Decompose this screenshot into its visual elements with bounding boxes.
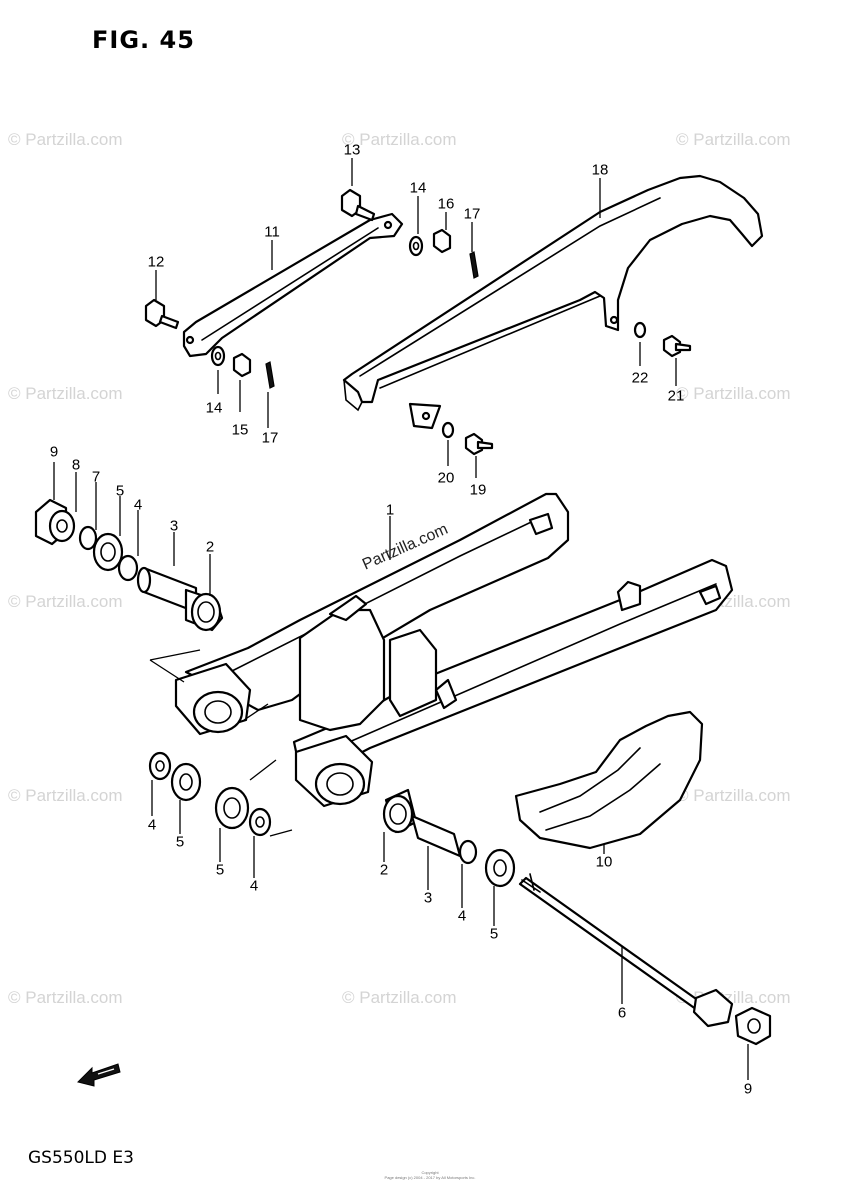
swingarm: [149, 492, 734, 837]
callout-19: 19: [469, 481, 487, 499]
callout-20: 20: [437, 469, 455, 487]
torque-link: [182, 212, 404, 358]
callout-7: 7: [91, 468, 101, 486]
watermark: © Partzilla.com: [8, 384, 123, 403]
pivot-stack-left: [34, 498, 224, 632]
watermark: © Partzilla.com: [676, 130, 791, 149]
model-code: GS550LD E3: [28, 1148, 134, 1168]
watermark: © Partzilla.com: [342, 988, 457, 1007]
callout-4: 4: [147, 816, 157, 834]
callout-18: 18: [591, 161, 609, 179]
callout-21: 21: [667, 387, 685, 405]
callout-11: 11: [264, 223, 280, 241]
callout-5: 5: [489, 925, 499, 943]
rear-axle: [518, 873, 772, 1046]
copyright-line: Copyright: [421, 1170, 439, 1175]
callout-6: 6: [617, 1004, 627, 1022]
callout-8: 8: [71, 456, 81, 474]
callout-17: 17: [463, 205, 481, 223]
callout-16: 16: [437, 195, 455, 213]
callout-5: 5: [215, 861, 225, 879]
callout-17: 17: [261, 429, 279, 447]
watermark: © Partzilla.com: [676, 786, 791, 805]
callout-4: 4: [133, 496, 143, 514]
callout-2: 2: [379, 861, 389, 879]
watermark: © Partzilla.com: [8, 130, 123, 149]
callout-4: 4: [249, 877, 259, 895]
callout-5: 5: [115, 482, 125, 500]
chain-case: [342, 174, 764, 430]
callout-10: 10: [595, 853, 613, 871]
callout-4: 4: [457, 907, 467, 925]
callout-22: 22: [631, 369, 649, 387]
callout-13: 13: [343, 141, 361, 159]
watermark: © Partzilla.com: [676, 384, 791, 403]
callout-1: 1: [385, 501, 395, 519]
callout-14: 14: [205, 399, 223, 417]
chain-adjuster: [514, 710, 704, 850]
fastener-set: [210, 228, 692, 456]
watermark: © Partzilla.com: [8, 988, 123, 1007]
callout-2: 2: [205, 538, 215, 556]
callout-3: 3: [423, 889, 433, 907]
callout-9: 9: [743, 1080, 753, 1098]
callout-15: 15: [231, 421, 249, 439]
front-arrow-icon: [77, 1063, 121, 1087]
watermark: © Partzilla.com: [8, 786, 123, 805]
callout-14: 14: [409, 179, 427, 197]
callout-9: 9: [49, 443, 59, 461]
figure-title: FIG. 45: [92, 26, 195, 54]
callout-leaders: [53, 158, 749, 1080]
bolt: [144, 188, 376, 330]
callout-12: 12: [147, 253, 165, 271]
watermark: © Partzilla.com: [8, 592, 123, 611]
watermark: © Partzilla.com: [342, 130, 457, 149]
copyright-line: Page design (c) 2004 - 2017 by All Motor…: [384, 1175, 476, 1180]
callout-5: 5: [175, 833, 185, 851]
callout-3: 3: [169, 517, 179, 535]
copyright-notice: Copyright Page design (c) 2004 - 2017 by…: [330, 1170, 530, 1180]
pivot-stack-right: [148, 751, 516, 888]
